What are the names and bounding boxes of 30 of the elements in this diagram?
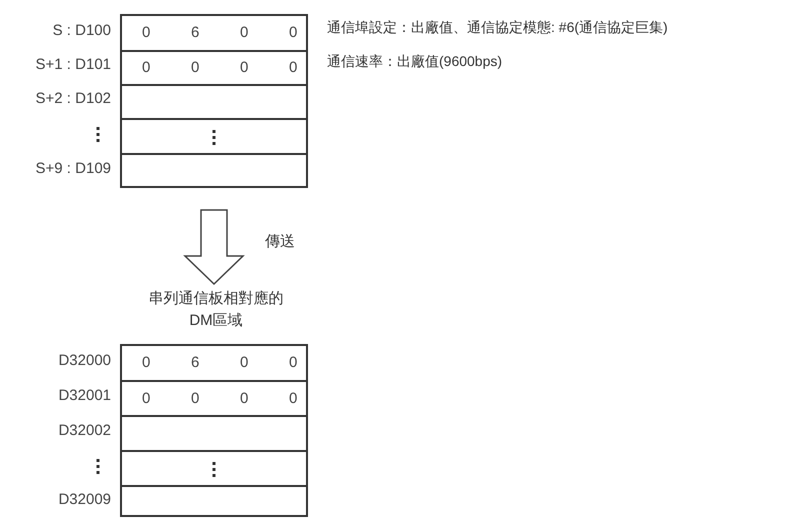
cell-value: 0 bbox=[240, 60, 248, 75]
cell-value: 0 bbox=[142, 354, 150, 370]
register-table bbox=[120, 14, 308, 188]
note-text: 通信速率：出廠值(9600bps) bbox=[327, 54, 502, 68]
cell-value: 0 bbox=[240, 390, 248, 406]
cell-value: 0 bbox=[289, 60, 298, 75]
cell-value: 0 bbox=[191, 390, 200, 406]
edge-label: 傳送 bbox=[265, 234, 295, 249]
cell-value: 6 bbox=[191, 354, 200, 370]
register-label: S+9 : D109 bbox=[36, 161, 111, 176]
register-label: D32009 bbox=[58, 492, 111, 506]
register-label: D32001 bbox=[58, 388, 111, 402]
register-label: S : D100 bbox=[52, 22, 111, 38]
register-label: D32000 bbox=[58, 352, 111, 368]
cell-value: 0 bbox=[142, 60, 150, 75]
register-label: S+1 : D101 bbox=[36, 57, 111, 72]
cell-value: 0 bbox=[142, 390, 150, 406]
cell-value: 0 bbox=[240, 24, 248, 40]
table-heading: 串列通信板相對應的DM區域 bbox=[148, 289, 284, 331]
cell-value: 0 bbox=[289, 354, 298, 370]
cell-value: 0 bbox=[289, 24, 298, 40]
block-arrow bbox=[183, 209, 245, 286]
cell-value: 0 bbox=[142, 24, 150, 40]
cell-value: 0 bbox=[191, 60, 200, 75]
cell-value: 6 bbox=[191, 24, 200, 40]
cell-value: 0 bbox=[240, 354, 248, 370]
register-label: D32002 bbox=[58, 422, 111, 438]
cell-value: 0 bbox=[289, 390, 298, 406]
register-label: S+2 : D102 bbox=[36, 91, 111, 106]
note-text: 通信埠設定：出廠值、通信協定模態: #6(通信協定巨集) bbox=[327, 20, 668, 34]
